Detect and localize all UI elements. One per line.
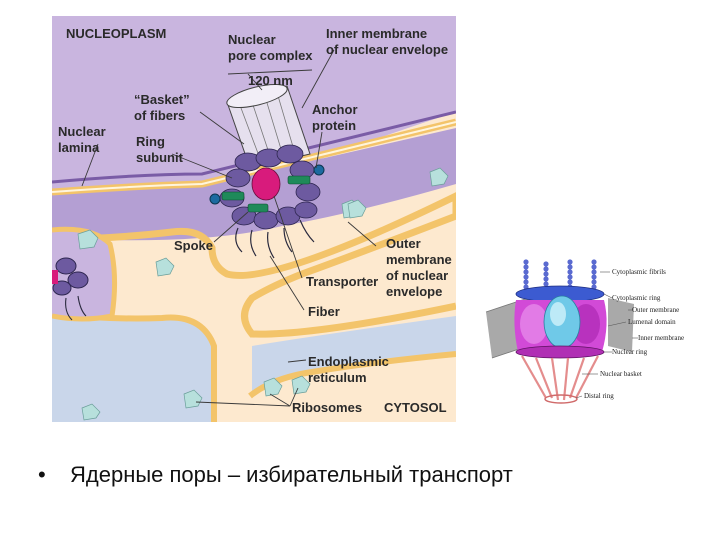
model-pointers	[575, 271, 638, 399]
label-anchor-2: protein	[312, 118, 356, 133]
label-basket-1: “Basket”	[134, 92, 190, 107]
nuclear-pore-diagram: NUCLEOPLASM Nuclear pore complex Inner m…	[52, 16, 456, 422]
label-er-2: reticulum	[308, 370, 367, 385]
membrane-right	[608, 298, 634, 352]
label-ribosomes: Ribosomes	[292, 400, 362, 415]
model-label-basket: Nuclear basket	[600, 370, 642, 378]
label-outer-4: envelope	[386, 284, 442, 299]
label-pointers	[81, 49, 377, 407]
label-anchor-1: Anchor	[312, 102, 358, 117]
label-lamina-2: lamina	[58, 140, 100, 155]
er-lumen	[52, 316, 212, 422]
model-label-outer-membrane: Outer membrane	[632, 306, 679, 314]
model-label-fibrils: Cytoplasmic fibrils	[612, 268, 666, 276]
anchor-protein-left	[209, 193, 221, 205]
label-scale: 120 nm	[248, 73, 293, 88]
slide-caption: • Ядерные поры – избирательный транспорт	[38, 462, 513, 488]
spokes	[221, 175, 311, 213]
left-pore-complex	[52, 257, 89, 321]
label-er-1: Endoplasmic	[308, 354, 389, 369]
label-transporter: Transporter	[306, 274, 378, 289]
label-outer-2: membrane	[386, 252, 452, 267]
outer-membrane	[52, 192, 456, 338]
pore-model-figure: Cytoplasmic fibrils Cytoplasmic ring Out…	[485, 259, 684, 404]
model-label-distal-ring: Distal ring	[584, 392, 614, 400]
model-label-inner-membrane: Inner membrane	[638, 334, 684, 342]
model-label-cyto-ring: Cytoplasmic ring	[612, 294, 661, 302]
label-spoke: Spoke	[174, 238, 213, 253]
model-label-lumenal: Lumenal domain	[628, 318, 676, 326]
label-outer-3: of nuclear	[386, 268, 448, 283]
label-cytosol: CYTOSOL	[384, 400, 447, 415]
ribosomes-group	[77, 167, 449, 421]
nuclear-basket	[521, 355, 599, 401]
nuclear-ring	[515, 345, 605, 359]
model-label-nuclear-ring: Nuclear ring	[612, 348, 648, 356]
label-pore-complex-2: pore complex	[228, 48, 313, 63]
label-basket-2: of fibers	[134, 108, 185, 123]
label-pore-complex-1: Nuclear	[228, 32, 276, 47]
label-inner-membrane-1: Inner membrane	[326, 26, 427, 41]
label-inner-membrane-2: of nuclear envelope	[326, 42, 448, 57]
label-outer-1: Outer	[386, 236, 421, 251]
caption-bullet: •	[38, 462, 46, 487]
caption-text: Ядерные поры – избирательный транспорт	[70, 462, 513, 487]
label-fiber: Fiber	[308, 304, 340, 319]
label-nucleoplasm: NUCLEOPLASM	[66, 26, 166, 41]
label-ring-2: subunit	[136, 150, 184, 165]
nuclear-lamina-layer	[52, 110, 456, 184]
anchor-protein-right	[313, 164, 325, 176]
label-lamina-1: Nuclear	[58, 124, 106, 139]
fibers	[235, 219, 315, 259]
distal-ring	[544, 394, 578, 404]
transporter-protein	[251, 167, 281, 201]
label-ring-1: Ring	[136, 134, 165, 149]
